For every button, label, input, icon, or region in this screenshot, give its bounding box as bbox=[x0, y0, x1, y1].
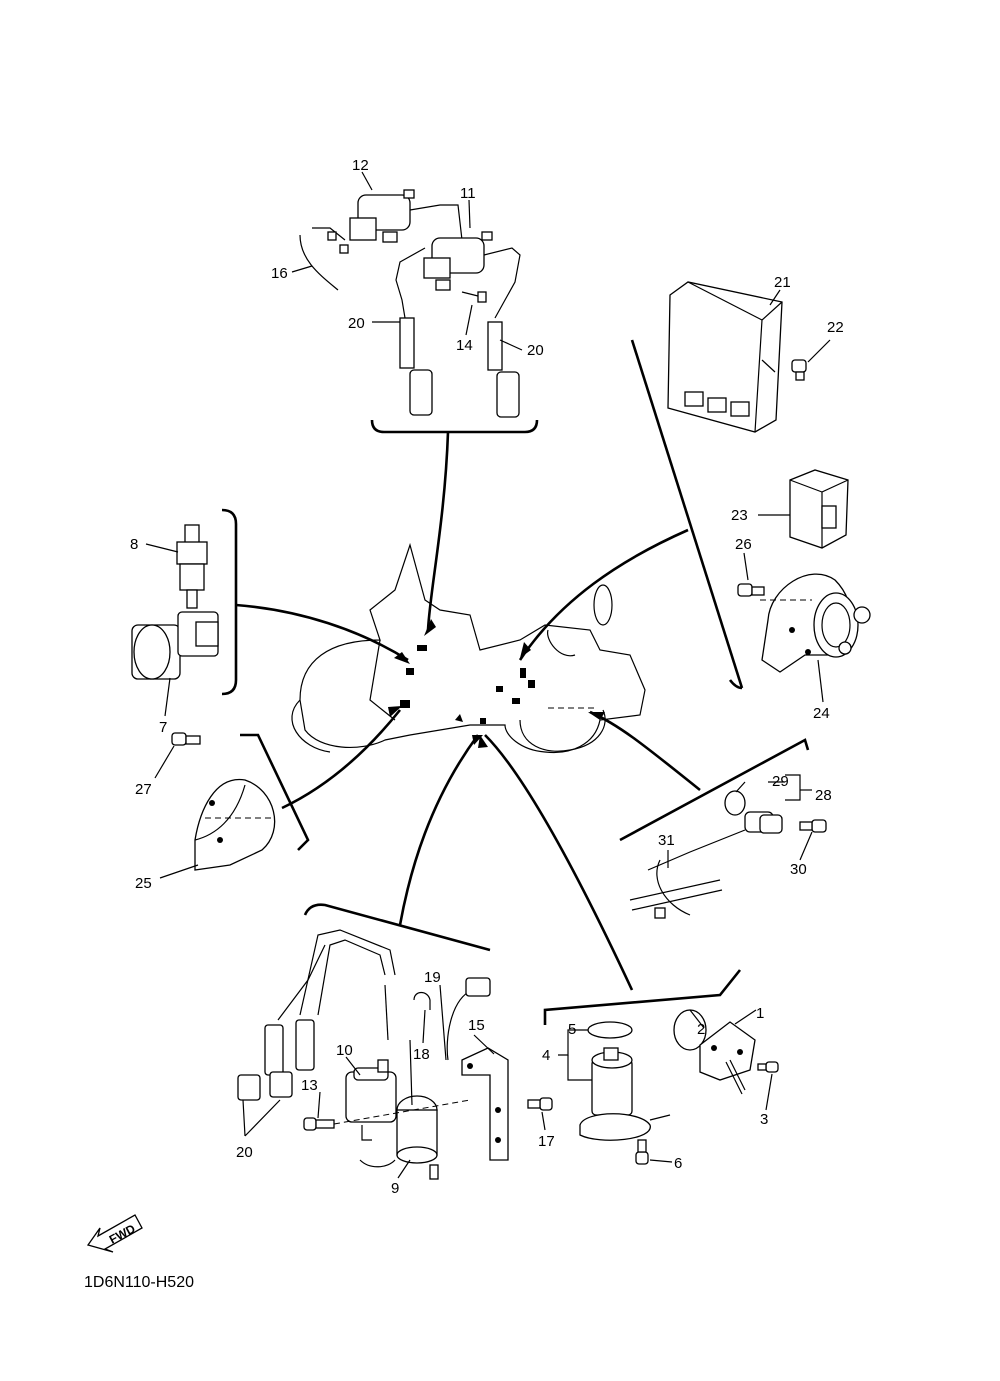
part-ignition-coil-12 bbox=[349, 189, 463, 243]
forward-arrow-icon: FWD bbox=[86, 1214, 143, 1253]
callout-20-bottom: 20 bbox=[236, 1144, 253, 1161]
callout-20-top-left: 20 bbox=[348, 315, 365, 332]
part-wire-16 bbox=[299, 227, 349, 291]
callout-7: 7 bbox=[159, 719, 167, 736]
callout-23: 23 bbox=[731, 507, 748, 524]
part-plate-1 bbox=[699, 1021, 756, 1095]
callout-9: 9 bbox=[391, 1180, 399, 1197]
callout-8: 8 bbox=[130, 536, 138, 553]
part-bolt-14 bbox=[461, 291, 487, 303]
motorcycle-silhouette bbox=[291, 542, 646, 754]
callout-12: 12 bbox=[352, 157, 369, 174]
callout-6: 6 bbox=[674, 1155, 682, 1172]
callout-2: 2 bbox=[697, 1021, 705, 1038]
part-coil-10 bbox=[345, 1059, 397, 1141]
part-bolt-22 bbox=[791, 359, 807, 381]
part-clip-18 bbox=[413, 991, 431, 1010]
part-bolt-26 bbox=[737, 583, 765, 597]
part-bracket-15 bbox=[461, 1047, 509, 1161]
callout-19: 19 bbox=[424, 969, 441, 986]
callout-labels: 12 11 16 20 14 20 21 22 23 26 24 8 7 27 … bbox=[130, 157, 844, 1197]
callout-17: 17 bbox=[538, 1133, 555, 1150]
part-bracket-coils-bottom bbox=[237, 929, 396, 1101]
part-bolt-30 bbox=[799, 819, 827, 833]
diagram-code: 1D6N110-H520 bbox=[84, 1274, 194, 1291]
part-harness-19 bbox=[446, 977, 491, 1061]
part-sensor-7 bbox=[131, 611, 219, 680]
callout-5: 5 bbox=[568, 1021, 576, 1038]
callout-21: 21 bbox=[774, 274, 791, 291]
callout-28: 28 bbox=[815, 787, 832, 804]
callout-4: 4 bbox=[542, 1047, 550, 1064]
callout-25: 25 bbox=[135, 875, 152, 892]
callout-1: 1 bbox=[756, 1005, 764, 1022]
callout-13: 13 bbox=[301, 1077, 318, 1094]
part-bolt-3 bbox=[757, 1061, 779, 1073]
part-horn-24 bbox=[760, 573, 871, 673]
part-bolt-13 bbox=[303, 1099, 471, 1131]
callout-22: 22 bbox=[827, 319, 844, 336]
callout-29: 29 bbox=[772, 773, 789, 790]
callout-leaders bbox=[145, 171, 831, 1179]
callout-15: 15 bbox=[468, 1017, 485, 1034]
callout-16: 16 bbox=[271, 265, 288, 282]
callout-14: 14 bbox=[456, 337, 473, 354]
callout-20-top-right: 20 bbox=[527, 342, 544, 359]
part-clamp-31 bbox=[629, 859, 723, 919]
group-brackets bbox=[221, 339, 810, 1025]
part-switch-28 bbox=[647, 790, 783, 871]
callout-18: 18 bbox=[413, 1046, 430, 1063]
part-horn-25 bbox=[194, 779, 276, 871]
callout-24: 24 bbox=[813, 705, 830, 722]
callout-10: 10 bbox=[336, 1042, 353, 1059]
part-solenoid-4 bbox=[579, 1047, 671, 1141]
callout-30: 30 bbox=[790, 861, 807, 878]
part-ecu-21 bbox=[667, 281, 783, 433]
part-oring-5 bbox=[587, 1021, 633, 1039]
callout-3: 3 bbox=[760, 1111, 768, 1128]
part-bolt-27 bbox=[171, 732, 201, 746]
part-ignition-coil-11 bbox=[395, 231, 521, 319]
callout-11: 11 bbox=[460, 185, 476, 202]
callout-26: 26 bbox=[735, 536, 752, 553]
part-plug-leads-20-top bbox=[399, 317, 520, 418]
part-relay-23 bbox=[789, 469, 849, 549]
callout-27: 27 bbox=[135, 781, 152, 798]
part-bolt-6 bbox=[635, 1139, 649, 1165]
callout-31: 31 bbox=[658, 832, 675, 849]
part-sensor-8 bbox=[176, 524, 208, 609]
part-coil-9 bbox=[359, 984, 439, 1180]
part-bolt-17 bbox=[527, 1097, 553, 1111]
